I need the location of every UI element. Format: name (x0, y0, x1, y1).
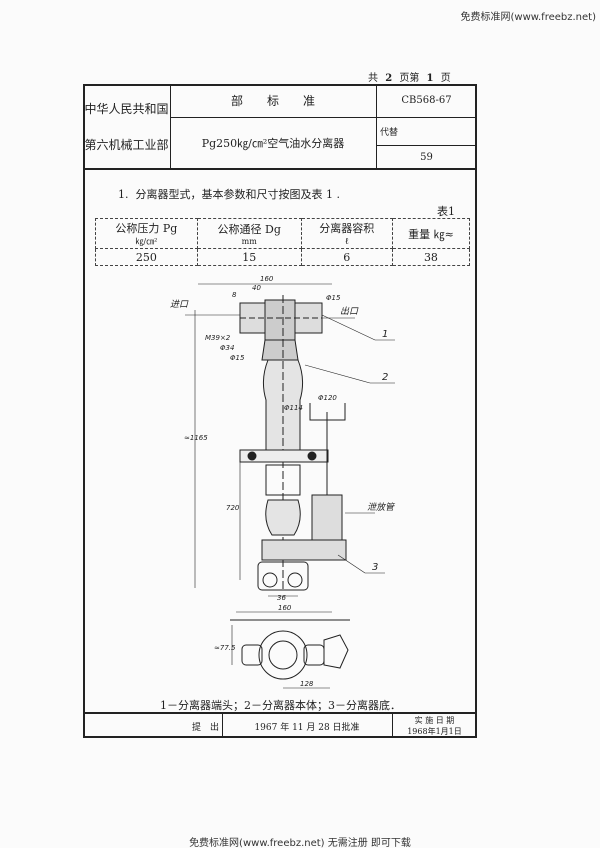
org-line2: 第六机械工业部 (84, 137, 169, 152)
divider (83, 168, 477, 170)
svg-text:Φ15: Φ15 (326, 294, 341, 302)
separator-head (239, 299, 323, 361)
svg-text:40: 40 (252, 284, 261, 292)
svg-text:128: 128 (300, 680, 314, 688)
replaces-value: 59 (420, 151, 433, 163)
divider (376, 84, 377, 169)
drain-label: 泄放管 (367, 502, 396, 513)
document-frame (83, 84, 477, 738)
watermark-bottom: 免费标准网(www.freebz.net) 无需注册 即可下载 (189, 838, 411, 848)
svg-text:3: 3 (372, 562, 378, 573)
gauge (309, 403, 346, 500)
dimension-lines (185, 283, 395, 689)
table-caption: 表1 (437, 205, 455, 218)
standard-category: 部 标 准 (230, 94, 315, 108)
svg-text:≈1165: ≈1165 (184, 434, 208, 442)
svg-text:M39×2: M39×2 (205, 334, 231, 342)
svg-text:Φ15: Φ15 (230, 354, 245, 362)
svg-text:160: 160 (278, 604, 292, 612)
svg-text:720: 720 (226, 504, 240, 512)
table-row: 250 15 6 38 (95, 248, 471, 266)
divider (170, 117, 477, 118)
standard-code: CB568-67 (401, 95, 452, 106)
standard-title: Pg250㎏/㎝²空气油水分离器 (201, 137, 345, 150)
svg-text:≈77.5: ≈77.5 (214, 644, 236, 652)
svg-text:Φ120: Φ120 (318, 394, 337, 402)
parts-legend: 1－分离器端头；2－分离器本体；3－分离器底． (160, 699, 401, 712)
svg-text:2: 2 (382, 372, 388, 383)
outlet-label: 出口 (340, 306, 359, 317)
header-cell: 重量 ㎏≈ (391, 218, 471, 249)
divider (392, 713, 393, 738)
watermark-top: 免费标准网(www.freebz.net) (460, 12, 596, 23)
proposed-by: 提 出 (191, 722, 219, 733)
svg-text:36: 36 (277, 594, 286, 602)
dimension-labels: 160 40 8 Φ15 M39×2 Φ34 Φ15 ≈1165 Φ120 Φ1… (170, 275, 396, 688)
plan-view (230, 619, 350, 680)
divider (222, 713, 223, 738)
divider (376, 145, 477, 146)
svg-text:8: 8 (232, 291, 237, 299)
replaces-label: 代替 (380, 128, 399, 138)
svg-text:160: 160 (260, 275, 274, 283)
svg-text:1: 1 (382, 329, 388, 340)
clamp-bar (239, 449, 329, 463)
separator-base (257, 494, 347, 591)
inlet-label: 进口 (170, 299, 189, 310)
svg-text:Φ34: Φ34 (220, 344, 234, 352)
effective-date: 实 施 日 期 1968年1月1日 (407, 716, 462, 736)
org-line1: 中华人民共和国 (84, 101, 169, 116)
section-heading: 1. 分离器型式，基本参数和尺寸按图及表 1 . (118, 188, 340, 201)
divider (83, 712, 477, 714)
svg-text:Φ114: Φ114 (284, 404, 303, 412)
divider (170, 84, 171, 169)
approval-date: 1967 年 11 月 28 日批准 (254, 722, 360, 733)
page-count: 共 2 页第 1 页 (368, 73, 451, 84)
